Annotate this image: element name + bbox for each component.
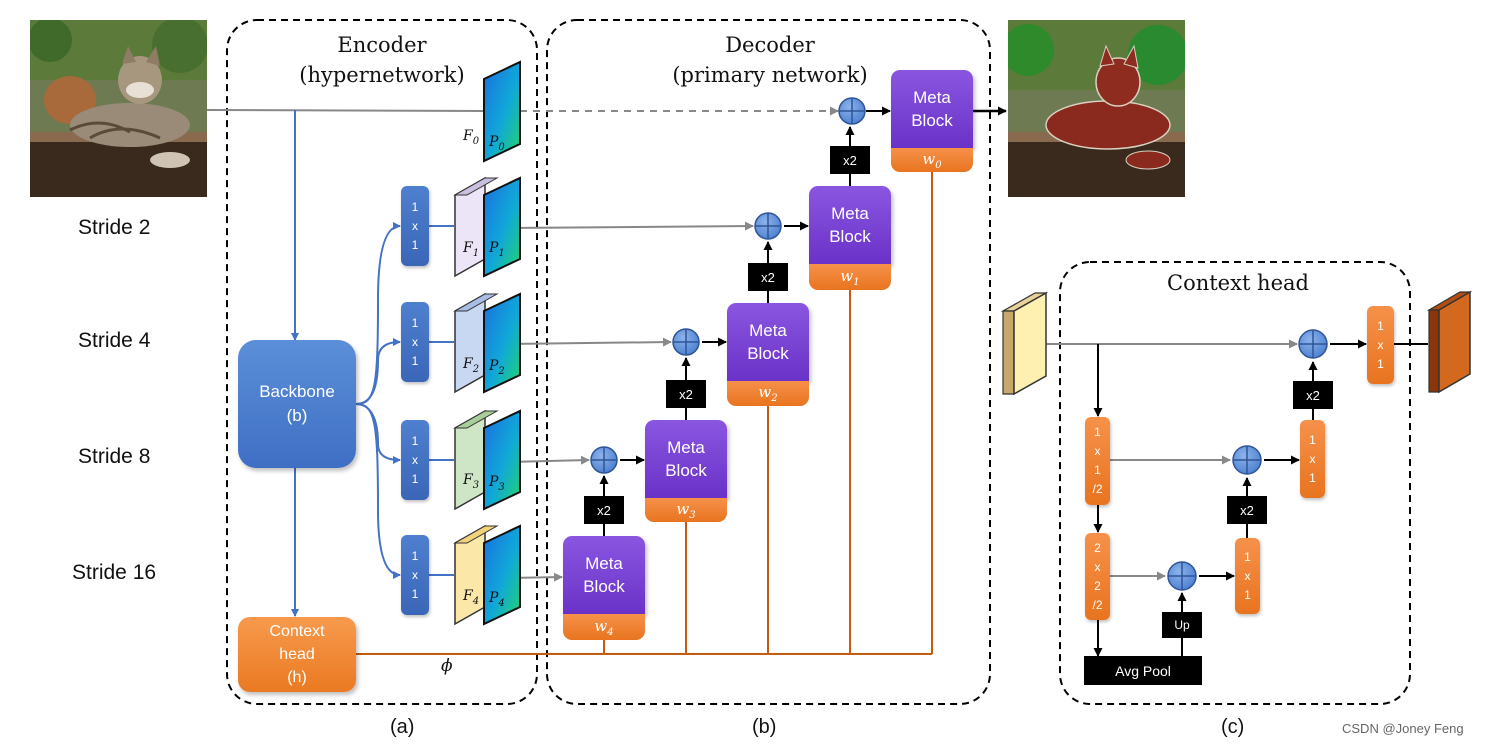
weight-w3: w3: [645, 498, 727, 522]
label-p1: P1: [489, 240, 505, 259]
add-node: [1298, 329, 1328, 359]
weight-w4: w4: [563, 614, 645, 640]
weight-w2: w2: [727, 381, 809, 406]
sublabel-c: (c): [1221, 716, 1245, 738]
avg-pool-block: Avg Pool: [1084, 656, 1202, 685]
feature-map-p0: [483, 60, 521, 163]
add-node: [838, 97, 866, 125]
upsample-x2: x2: [666, 380, 706, 408]
stride-2-label: Stride 2: [78, 216, 151, 239]
feature-map-p2: [483, 292, 521, 394]
output-segmentation-image: [1008, 20, 1185, 197]
input-image: [30, 20, 207, 197]
watermark: CSDN @Joney Feng: [1342, 721, 1464, 736]
label-f4: F4: [463, 588, 480, 607]
context-head-panel: [1059, 261, 1411, 705]
context-input-feature: [1000, 291, 1049, 396]
add-node: [1167, 561, 1197, 591]
phi-label: ϕ: [441, 656, 453, 676]
encoder-panel: [226, 19, 538, 705]
weight-w0: w0: [891, 148, 973, 172]
add-node: [590, 446, 618, 474]
label-f2: F2: [463, 356, 480, 375]
stride-8-label: Stride 8: [78, 445, 151, 468]
sublabel-b: (b): [752, 716, 777, 738]
add-node: [1232, 445, 1262, 475]
upsample-x2: x2: [584, 496, 624, 524]
sublabel-a: (a): [390, 716, 415, 738]
label-f0: F0: [463, 128, 480, 147]
backbone-block: Backbone(b): [238, 340, 356, 468]
stride-16-label: Stride 16: [72, 561, 157, 584]
upsample-x2: x2: [830, 146, 870, 174]
weight-w1: w1: [809, 264, 891, 290]
upsample-x2: x2: [1227, 496, 1267, 524]
label-p4: P4: [489, 590, 505, 609]
label-p0: P0: [489, 134, 505, 153]
label-p3: P3: [489, 474, 505, 493]
add-node: [672, 328, 700, 356]
label-p2: P2: [489, 358, 505, 377]
add-node: [754, 212, 782, 240]
feature-map-p4: [483, 524, 521, 626]
upsample-x2: x2: [748, 263, 788, 291]
feature-map-p1: [483, 176, 521, 278]
upsample-x2: x2: [1293, 381, 1333, 409]
encoder-title: Encoder(hypernetwork): [299, 33, 465, 87]
label-f1: F1: [463, 240, 480, 259]
context-head-title: Context head: [1167, 271, 1309, 295]
decoder-title: Decoder(primary network): [672, 33, 868, 87]
context-output-feature: [1426, 290, 1473, 394]
label-f3: F3: [463, 472, 480, 491]
feature-map-p3: [483, 409, 521, 511]
stride-4-label: Stride 4: [78, 329, 151, 352]
upsample-up: Up: [1162, 612, 1202, 638]
feature-map-f1: [453, 176, 499, 278]
